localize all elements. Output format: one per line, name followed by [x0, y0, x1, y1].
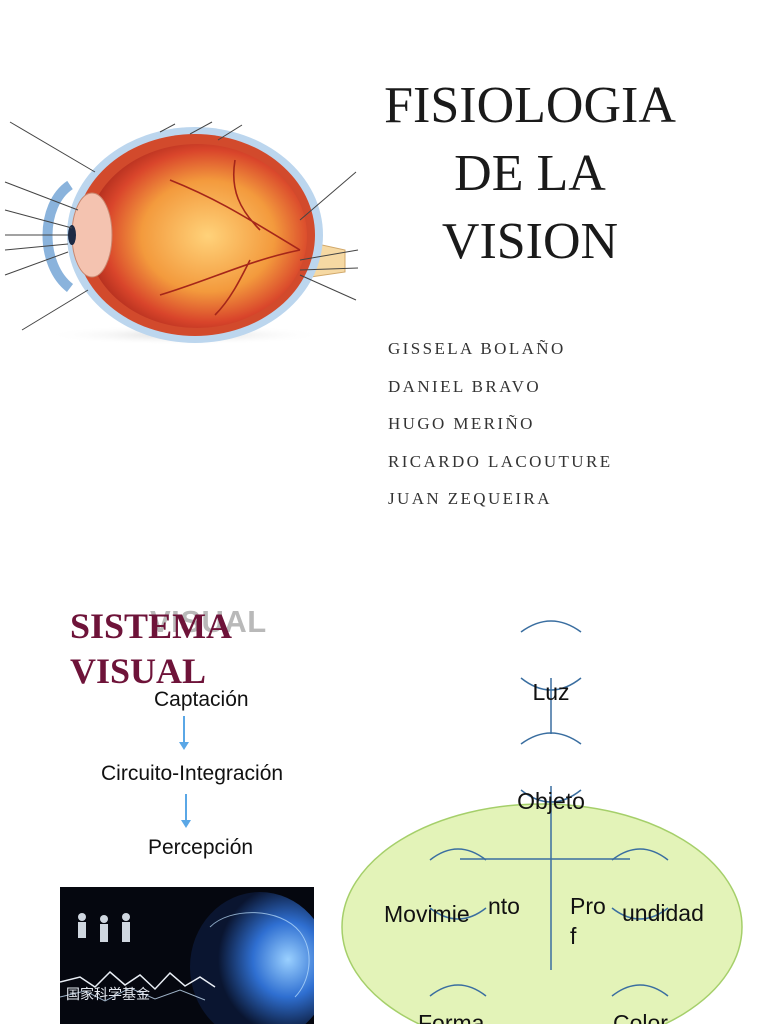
concept-ellipse [341, 803, 743, 1024]
author-list: GISSELA BOLAÑO DANIEL BRAVO HUGO MERIÑO … [388, 338, 613, 526]
brain-scan-photo: 国家科学基金 [60, 887, 314, 1024]
bracket-bottom [429, 907, 487, 920]
title-line-1: FISIOLOGIA [384, 77, 676, 134]
slide-title: SISTEMA VISUAL [70, 604, 232, 694]
concept-movimiento: Movimie [384, 901, 470, 927]
concept-luz: Luz [532, 679, 569, 705]
down-arrow-icon [179, 716, 189, 750]
concept-profundidad-part2: f [570, 923, 577, 949]
flow-step-integracion: Circuito-Integración [101, 762, 284, 785]
bracket-top [429, 848, 487, 861]
author-name: JUAN ZEQUEIRA [388, 489, 552, 508]
down-arrow-icon [181, 794, 191, 828]
concept-color: Color [613, 1010, 668, 1024]
author-name: HUGO MERIÑO [388, 414, 535, 433]
bracket-bottom [520, 677, 582, 691]
bracket-bottom [520, 789, 582, 803]
author-name: GISSELA BOLAÑO [388, 339, 566, 358]
bracket-bottom [611, 907, 669, 920]
slide-title-line-2: VISUAL [70, 651, 207, 691]
bracket-top [611, 848, 669, 861]
bracket-top [520, 732, 582, 745]
bracket-top [611, 984, 669, 997]
slide-title-line-1: SISTEMA [70, 606, 233, 646]
visual-system-slide: VISUAL SISTEMA VISUAL Captación Circuito… [0, 580, 768, 1024]
title-slide: FISIOLOGIA DE LA VISION GISSELA BOLAÑO D… [4, 72, 700, 526]
presentation-title: FISIOLOGIA DE LA VISION [360, 72, 700, 276]
bracket-top [429, 984, 487, 997]
flow-step-percepcion: Percepción [148, 836, 254, 859]
title-line-2: DE LA [454, 145, 606, 202]
concept-profundidad-part3: undidad [622, 900, 704, 926]
concept-objeto: Objeto [517, 788, 585, 814]
flow-step-captacion: Captación [154, 688, 249, 711]
concept-movimiento-tail: nto [488, 893, 520, 919]
bracket-top [520, 620, 582, 633]
eye-anatomy-illustration [4, 121, 359, 345]
concept-map-diagram: Luz Objeto Movimie nto Pro f undidad For… [341, 620, 743, 1024]
title-line-3: VISION [441, 213, 619, 270]
author-name: DANIEL BRAVO [388, 376, 541, 396]
wordart-shadow-text: VISUAL [150, 604, 267, 639]
brain-photo-caption: 国家科学基金 [66, 986, 150, 1003]
concept-profundidad-part1: Pro [570, 893, 606, 919]
concept-forma: Forma [418, 1010, 485, 1024]
author-name: RICARDO LACOUTURE [388, 451, 613, 471]
